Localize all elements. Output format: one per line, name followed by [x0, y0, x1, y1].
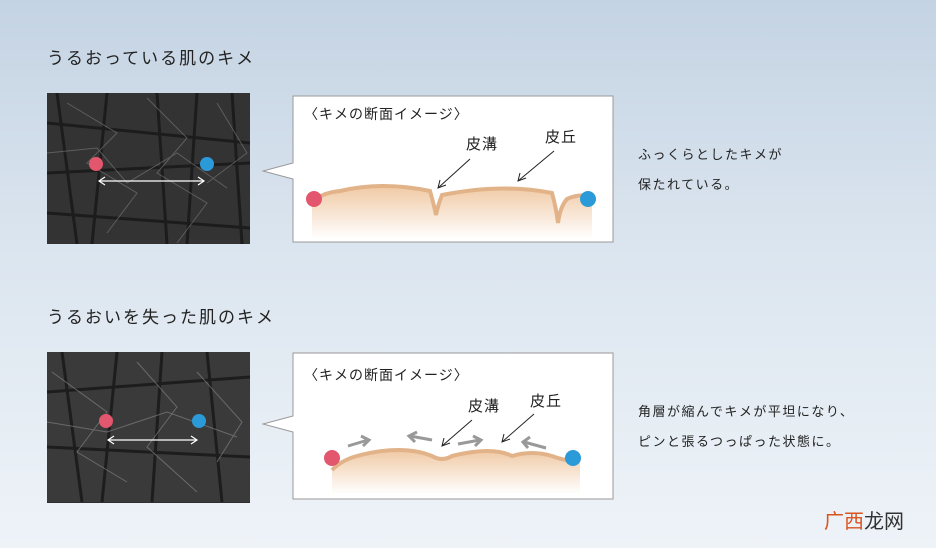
pointer-ridge [517, 150, 555, 182]
marker-left [306, 191, 322, 207]
marker-left [89, 157, 103, 171]
pointer-groove [441, 419, 473, 447]
cross-section-bubble-dry [261, 352, 616, 506]
label-ridge: 皮丘 [545, 128, 578, 146]
cross-section-bubble-moist [261, 95, 616, 249]
description-line: ふっくらとしたキメが [638, 148, 784, 163]
description-line: ピンと張るつっぱった状態に。 [638, 435, 841, 450]
shrink-arrows [347, 430, 547, 450]
description-moist: ふっくらとしたキメが 保たれている。 [638, 141, 783, 201]
cross-section-title: 〈キメの断面イメージ〉 [304, 368, 469, 384]
cross-section-title: 〈キメの断面イメージ〉 [304, 107, 469, 123]
marker-right [565, 450, 581, 466]
marker-right [580, 191, 596, 207]
pointer-groove [437, 158, 471, 189]
section-title-moist: うるおっている肌のキメ [47, 49, 256, 69]
marker-right [200, 157, 214, 171]
label-groove: 皮溝 [468, 397, 501, 415]
description-line: 保たれている。 [638, 178, 740, 193]
skin-profile [312, 186, 592, 239]
label-groove: 皮溝 [466, 135, 499, 153]
pointer-ridge [501, 413, 535, 443]
marker-left [324, 450, 340, 466]
watermark-part: 龙网 [864, 509, 904, 533]
description-dry: 角層が縮んでキメが平坦になり、 ピンと張るつっぱった状態に。 [638, 398, 854, 458]
section-title-dry: うるおいを失った肌のキメ [47, 308, 275, 328]
skin-photo-moist [47, 93, 250, 244]
watermark-logo: 广西龙网 [824, 505, 904, 534]
watermark-part: 广西 [824, 509, 864, 533]
label-ridge: 皮丘 [530, 392, 563, 410]
skin-photo-dry [47, 352, 250, 503]
marker-left [99, 414, 113, 428]
marker-right [192, 414, 206, 428]
description-line: 角層が縮んでキメが平坦になり、 [638, 405, 855, 420]
skin-profile [330, 448, 581, 472]
